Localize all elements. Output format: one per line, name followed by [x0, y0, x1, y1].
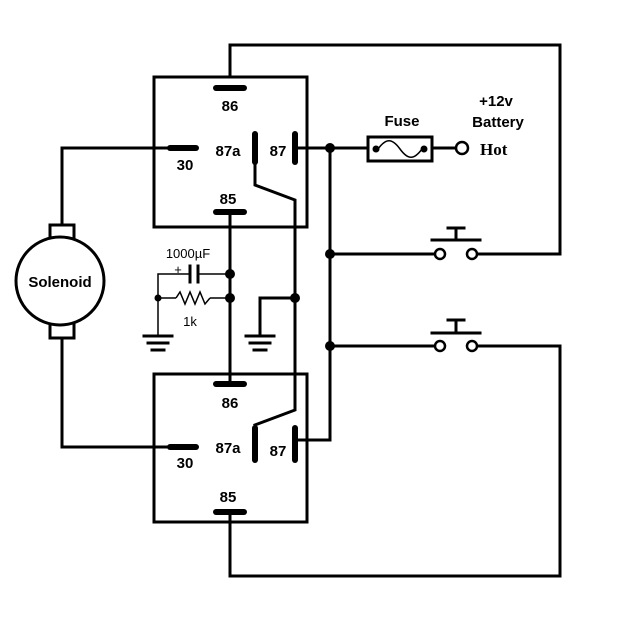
wire-to-ground-mid [258, 296, 297, 338]
top-relay-label-87a: 87a [215, 143, 241, 160]
wire-top-30-to-solenoid [60, 146, 172, 227]
top-relay-label-85: 85 [220, 191, 237, 208]
top-relay-label-86: 86 [222, 98, 239, 115]
wire-top-86-to-upper-switch [228, 43, 562, 256]
lower-pushbutton-switch [430, 318, 482, 353]
wire-cap-left [157, 273, 190, 298]
wire-bottom-30-to-solenoid [60, 336, 172, 449]
fuse-symbol [366, 135, 434, 163]
top-relay-label-30: 30 [177, 157, 194, 174]
wire-87a-crossover [253, 146, 297, 427]
junction-dot [225, 269, 235, 279]
wire-lower-switch-to-bottom-85 [228, 344, 562, 578]
bottom-relay-label-30: 30 [177, 455, 194, 472]
bottom-relay-label-85: 85 [220, 489, 237, 506]
solenoid-symbol [14, 223, 106, 340]
capacitor-polarity-label: + [174, 262, 182, 277]
battery-label: Battery [472, 114, 524, 131]
capacitor-label: 1000µF [166, 246, 210, 261]
junction-dot [325, 341, 335, 351]
hot-terminal-icon [454, 140, 470, 156]
resistor-symbol [175, 290, 211, 306]
top-relay-label-87: 87 [270, 143, 287, 160]
hot-label: Hot [480, 140, 508, 159]
junction-dot [290, 293, 300, 303]
battery-voltage-label: +12v [479, 93, 513, 110]
upper-pushbutton-switch [430, 226, 482, 261]
resistor-label: 1k [183, 314, 197, 329]
bottom-relay-label-87a: 87a [215, 440, 241, 457]
fuse-label: Fuse [384, 113, 419, 130]
junction-dot [325, 249, 335, 259]
bottom-relay-label-87: 87 [270, 443, 287, 460]
junction-dot [325, 143, 335, 153]
junction-dot [154, 294, 162, 302]
junction-dot [225, 293, 235, 303]
solenoid-label: Solenoid [28, 274, 91, 291]
wire-res-left [157, 297, 176, 330]
bottom-relay-label-86: 86 [222, 395, 239, 412]
